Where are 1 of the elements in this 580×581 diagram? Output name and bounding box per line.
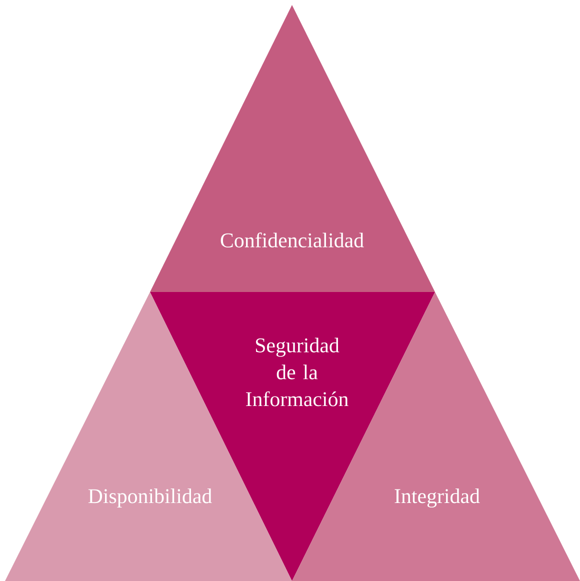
triangle: Confidencialidad	[150, 5, 435, 292]
